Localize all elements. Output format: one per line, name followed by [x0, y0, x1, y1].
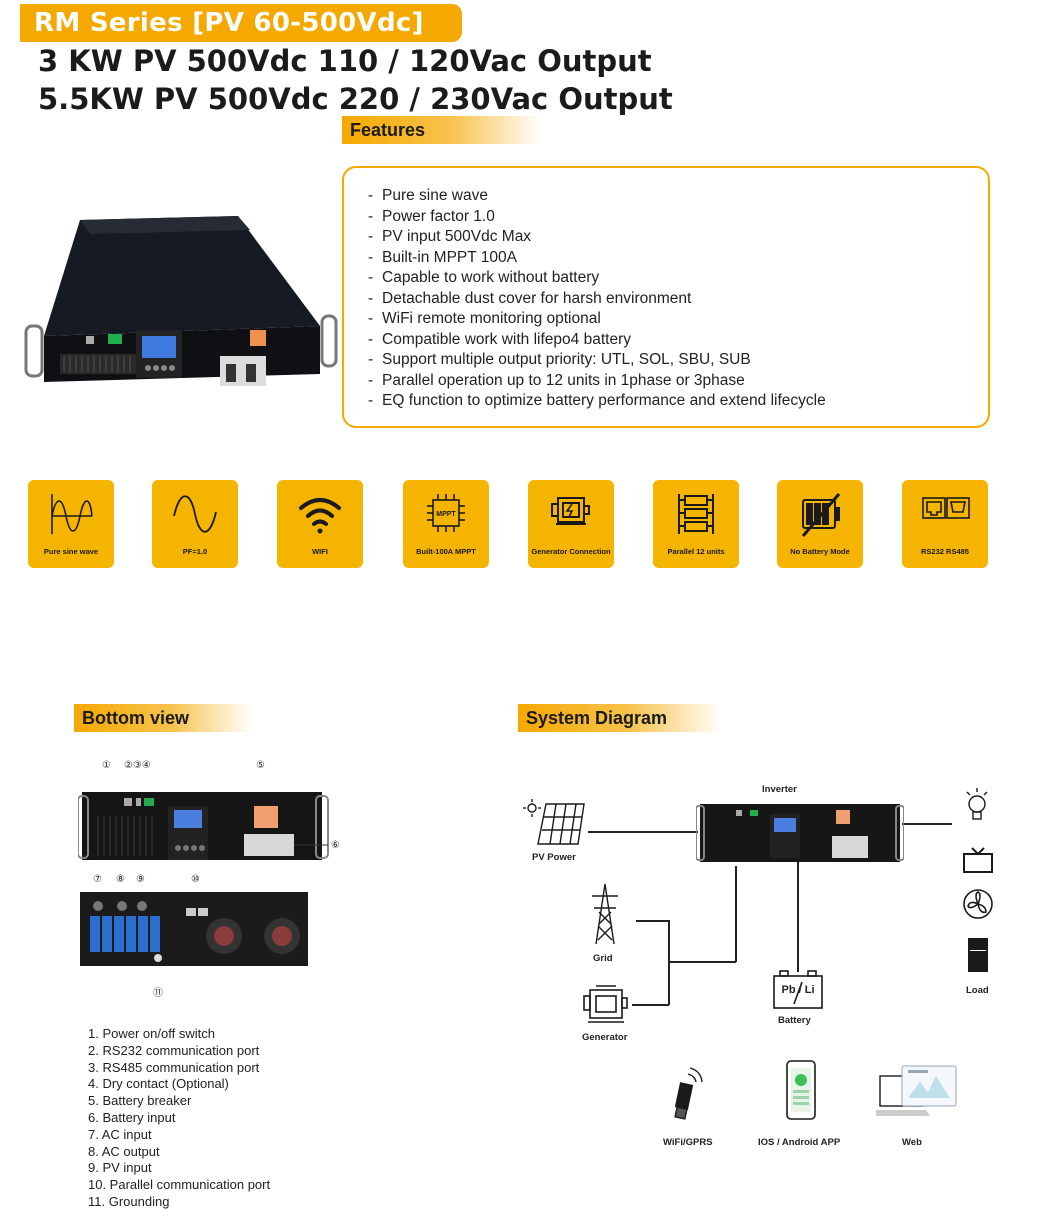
callout-11: ⑪ [153, 988, 163, 999]
tv-icon [963, 847, 993, 873]
comm-ports-icon [922, 497, 970, 519]
pv-wire [588, 831, 698, 833]
tile-comm-ports: RS232 RS485 [902, 480, 988, 568]
tile-pure-sine-wave: Pure sine wave [28, 480, 114, 568]
solar-panel-icon [523, 799, 585, 845]
legend-item: 2. RS232 communication port [88, 1042, 260, 1058]
mppt-chip-icon: MPPT [427, 494, 465, 532]
bottom-view-legend: 1. Power on/off switch 2. RS232 communic… [88, 1026, 270, 1211]
app-label: IOS / Android APP [758, 1137, 841, 1148]
features-list: Pure sine wave Power factor 1.0 PV input… [368, 186, 826, 412]
tile-parallel: Parallel 12 units [653, 480, 739, 568]
product-title-5kw: 5.5KW PV 500Vdc 220 / 230Vac Output [38, 82, 673, 116]
rear-panel-image [80, 892, 308, 966]
callout-7: ⑦ [93, 874, 102, 885]
legend-item: 4. Dry contact (Optional) [88, 1076, 229, 1092]
power-factor-icon [173, 495, 217, 533]
callout-6: ⑥ [331, 840, 340, 851]
battery-label: Battery [778, 1015, 811, 1026]
feature-item: Support multiple output priority: UTL, S… [368, 350, 826, 371]
feature-item: Built-in MPPT 100A [368, 248, 826, 269]
feature-item: Compatible work with lifepo4 battery [368, 330, 826, 351]
feature-item: Detachable dust cover for harsh environm… [368, 289, 826, 310]
legend-item: 10. Parallel communication port [88, 1177, 271, 1193]
tile-label: Built-100A MPPT [416, 547, 476, 556]
front-panel-image [78, 792, 329, 860]
feature-item: EQ function to optimize battery performa… [368, 391, 826, 412]
wifi-dongle-icon [674, 1067, 703, 1120]
tile-generator: Generator Connection [528, 480, 614, 568]
junction-wire [668, 961, 736, 963]
transmission-tower-icon [592, 883, 618, 945]
system-diagram-heading: System Diagram [518, 704, 722, 732]
generator-icon [551, 497, 590, 525]
sine-wave-icon [51, 494, 93, 534]
smartphone-app-icon [786, 1060, 816, 1120]
legend-item: 5. Battery breaker [88, 1093, 192, 1109]
inverter-image [696, 804, 904, 862]
feature-item: Power factor 1.0 [368, 207, 826, 228]
battery-wire [797, 860, 799, 972]
source-bus-wire [668, 920, 670, 1005]
callout-9: ⑨ [136, 874, 145, 885]
tile-label: Pure sine wave [43, 547, 99, 556]
wifi-gprs-label: WiFi/GPRS [663, 1137, 713, 1148]
legend-item: 3. RS485 communication port [88, 1059, 260, 1075]
fan-icon [963, 889, 993, 919]
tile-label: Generator Connection [531, 547, 611, 556]
tile-label: RS232 RS485 [921, 547, 969, 556]
callout-2-3-4: ②③④ [124, 760, 151, 771]
callout-10: ⑩ [191, 874, 200, 885]
web-dashboard-icon [876, 1065, 957, 1116]
pv-power-label: PV Power [532, 852, 576, 863]
callout-8: ⑧ [116, 874, 125, 885]
generator-wire [632, 1004, 669, 1006]
inverter-label: Inverter [762, 784, 797, 795]
tile-no-battery: No Battery Mode [777, 480, 863, 568]
tile-label: No Battery Mode [790, 547, 850, 556]
no-battery-icon [801, 493, 841, 537]
series-badge: RM Series [PV 60-500Vdc] [20, 4, 462, 42]
feature-item: WiFi remote monitoring optional [368, 309, 826, 330]
web-label: Web [902, 1137, 922, 1148]
legend-item: 1. Power on/off switch [88, 1026, 215, 1041]
callout-5: ⑤ [256, 760, 265, 771]
feature-item: Parallel operation up to 12 units in 1ph… [368, 371, 826, 392]
generator-icon [583, 985, 628, 1023]
product-title-3kw: 3 KW PV 500Vdc 110 / 120Vac Output [38, 44, 652, 78]
tile-power-factor: PF=1.0 [152, 480, 238, 568]
tile-label: PF=1.0 [182, 547, 208, 556]
inverter-product-image [24, 216, 338, 386]
wifi-icon [299, 498, 341, 534]
legend-item: 6. Battery input [88, 1109, 176, 1125]
legend-item: 7. AC input [88, 1126, 152, 1142]
refrigerator-icon [968, 938, 988, 972]
tile-wifi: WIFI [277, 480, 363, 568]
inverter-down-wire [735, 866, 737, 962]
grid-wire [636, 920, 669, 922]
bottom-view-heading: Bottom view [74, 704, 252, 732]
legend-item: 9. PV input [88, 1160, 152, 1176]
legend-item: 11. Grounding [88, 1193, 170, 1209]
feature-item: PV input 500Vdc Max [368, 227, 826, 248]
load-label: Load [966, 985, 989, 996]
light-bulb-icon [966, 788, 988, 820]
callout-1: ① [102, 760, 111, 771]
tile-mppt: MPPT Built-100A MPPT [403, 480, 489, 568]
load-wire [902, 823, 952, 825]
features-box: Pure sine wave Power factor 1.0 PV input… [342, 166, 990, 428]
generator-label: Generator [582, 1032, 628, 1043]
feature-item: Capable to work without battery [368, 268, 826, 289]
battery-icon [773, 970, 823, 1009]
tile-label: WIFI [312, 547, 328, 556]
feature-item: Pure sine wave [368, 186, 826, 207]
chip-label: MPPT [436, 511, 456, 518]
grid-label: Grid [593, 953, 613, 964]
legend-item: 8. AC output [88, 1143, 160, 1159]
tile-label: Parallel 12 units [667, 547, 725, 556]
parallel-units-icon [678, 494, 714, 534]
features-heading: Features [342, 116, 542, 144]
battery-chem-label: Pb / Li [781, 984, 815, 996]
